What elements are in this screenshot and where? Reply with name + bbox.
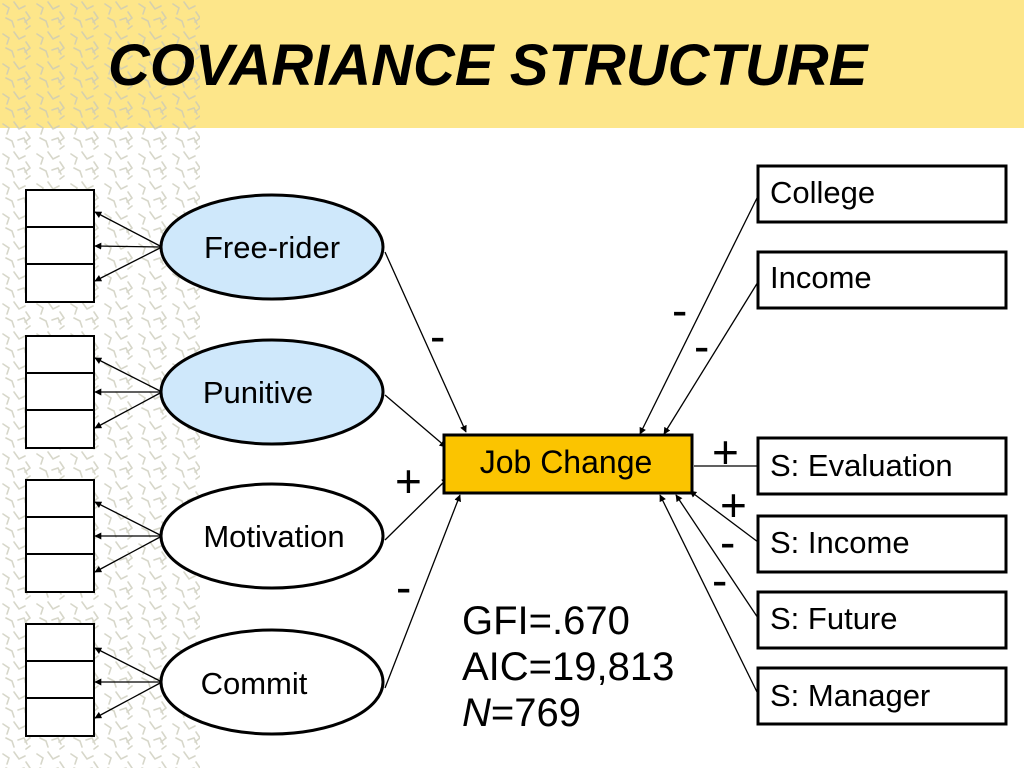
predictor-labels: College Income S: Evaluation S: Income S…	[770, 175, 953, 713]
free-rider-ellipse	[159, 193, 385, 301]
indicator-boxes	[25, 189, 95, 737]
s-future-box	[756, 590, 1008, 650]
sign-income: -	[694, 320, 709, 372]
college-box	[756, 164, 1008, 224]
structural-paths	[384, 195, 759, 695]
n-stat: N=769	[462, 690, 674, 736]
sign-free-rider: -	[430, 310, 445, 362]
sign-s-income-minus: -	[720, 516, 735, 568]
fit-statistics: GFI=.670 AIC=19,813 N=769	[462, 598, 674, 736]
path-signs: - + - - - + + - -	[395, 284, 747, 613]
job-change-label: Job Change	[480, 444, 653, 480]
s-evaluation-label: S: Evaluation	[770, 448, 953, 483]
slide-title: COVARIANCE STRUCTURE	[108, 33, 868, 98]
sign-s-income-plus: +	[720, 479, 747, 531]
punitive-label: Punitive	[203, 375, 313, 410]
job-change-box	[442, 433, 694, 495]
free-rider-label: Free-rider	[204, 230, 340, 265]
income-label: Income	[770, 260, 872, 295]
s-evaluation-box	[756, 436, 1008, 496]
punitive-ellipse	[159, 338, 385, 446]
n-symbol: N	[462, 691, 491, 735]
latent-motivation: Motivation	[159, 482, 385, 590]
predictors	[756, 164, 1008, 726]
latent-free-rider: Free-rider	[159, 193, 385, 301]
gfi-stat: GFI=.670	[462, 599, 630, 643]
commit-label: Commit	[201, 666, 308, 701]
motivation-ellipse	[159, 482, 385, 590]
latent-commit: Commit	[159, 628, 385, 736]
loading-arrows	[94, 211, 163, 719]
s-income-box	[756, 514, 1008, 574]
indicator-group-motivation	[25, 479, 95, 593]
indicator-group-punitive	[25, 335, 95, 449]
college-label: College	[770, 175, 875, 210]
latent-punitive: Punitive	[159, 338, 385, 446]
latent-factors: Free-rider Punitive Motivation Commit	[159, 193, 385, 736]
sign-motivation: +	[395, 455, 422, 507]
s-future-label: S: Future	[770, 601, 898, 636]
sign-college: -	[672, 284, 687, 336]
s-income-label: S: Income	[770, 525, 910, 560]
outcome-job-change: Job Change	[442, 433, 694, 495]
sign-commit: -	[396, 561, 411, 613]
commit-ellipse	[159, 628, 385, 736]
indicator-group-commit	[25, 623, 95, 737]
indicator-group-free-rider	[25, 189, 95, 303]
sign-s-future: -	[712, 554, 727, 606]
sign-s-evaluation: +	[712, 426, 739, 478]
income-box	[756, 250, 1008, 310]
s-manager-box	[756, 666, 1008, 726]
n-value: =769	[490, 691, 581, 735]
motivation-label: Motivation	[203, 519, 344, 554]
s-manager-label: S: Manager	[770, 678, 930, 713]
aic-stat: AIC=19,813	[462, 645, 675, 689]
